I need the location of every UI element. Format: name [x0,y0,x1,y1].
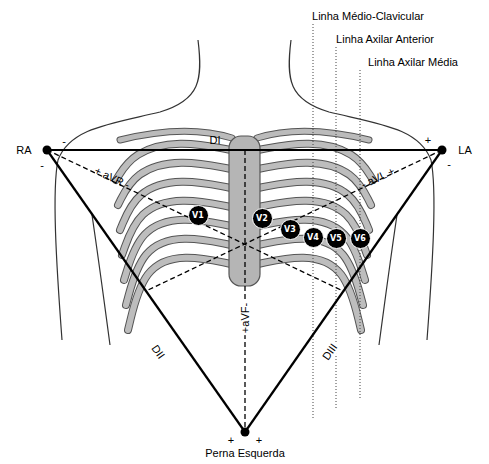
polarity-sign: + [228,434,234,447]
rib [258,239,363,305]
electrode-disc [188,205,208,225]
lead-name: DIII [319,340,342,365]
electrode-name: LA [458,144,471,157]
line-name: Linha Axilar Anterior [336,33,434,46]
polarity-sign: - [447,158,451,171]
rib [258,258,361,330]
electrode-disc [252,208,272,228]
electrode-circle: V5 [326,228,347,249]
electrode-circle: V1 [188,205,209,226]
avr-axis [47,150,343,291]
rib [128,258,231,330]
electrode-label: V5 [330,234,342,243]
electrode-disc [326,228,346,248]
mid-clavicular-line [313,24,314,420]
electrode-dot [438,146,447,155]
electrode-dot [43,146,52,155]
electrode-disc [303,227,323,247]
line-name: Linha Médio-Clavicular [312,10,424,23]
lead-name: DI [210,134,221,147]
electrode-dot [241,428,250,437]
lead-name: DII [147,341,168,363]
polarity-sign: + [425,134,431,147]
polarity-sign: + [256,434,262,447]
electrode-disc [280,219,300,239]
lead-i-line [47,149,442,151]
line-name: Linha Axilar Média [368,56,458,69]
rib [128,258,231,330]
polarity-sign: - [62,135,66,148]
avl-axis [146,150,442,291]
electrode-name: Perna Esquerda [205,447,285,460]
polarity-sign: - [40,159,44,172]
electrode-circle: V6 [350,228,371,249]
lead-name: +aVF- [239,301,252,335]
rib [258,258,361,330]
electrode-name: RA [16,144,31,157]
electrode-label: V1 [192,211,204,220]
lead-ii-line [47,150,245,432]
electrode-circle: V4 [303,227,324,248]
lead-iii-line [245,150,442,432]
avf-axis [244,150,245,432]
electrode-label: V2 [256,214,268,223]
electrode-label: V3 [284,225,296,234]
electrode-disc [350,228,370,248]
electrode-circle: V2 [252,208,273,229]
electrode-label: V4 [307,233,319,242]
electrode-label: V6 [354,234,366,243]
rib [126,239,231,305]
electrode-circle: V3 [280,219,301,240]
